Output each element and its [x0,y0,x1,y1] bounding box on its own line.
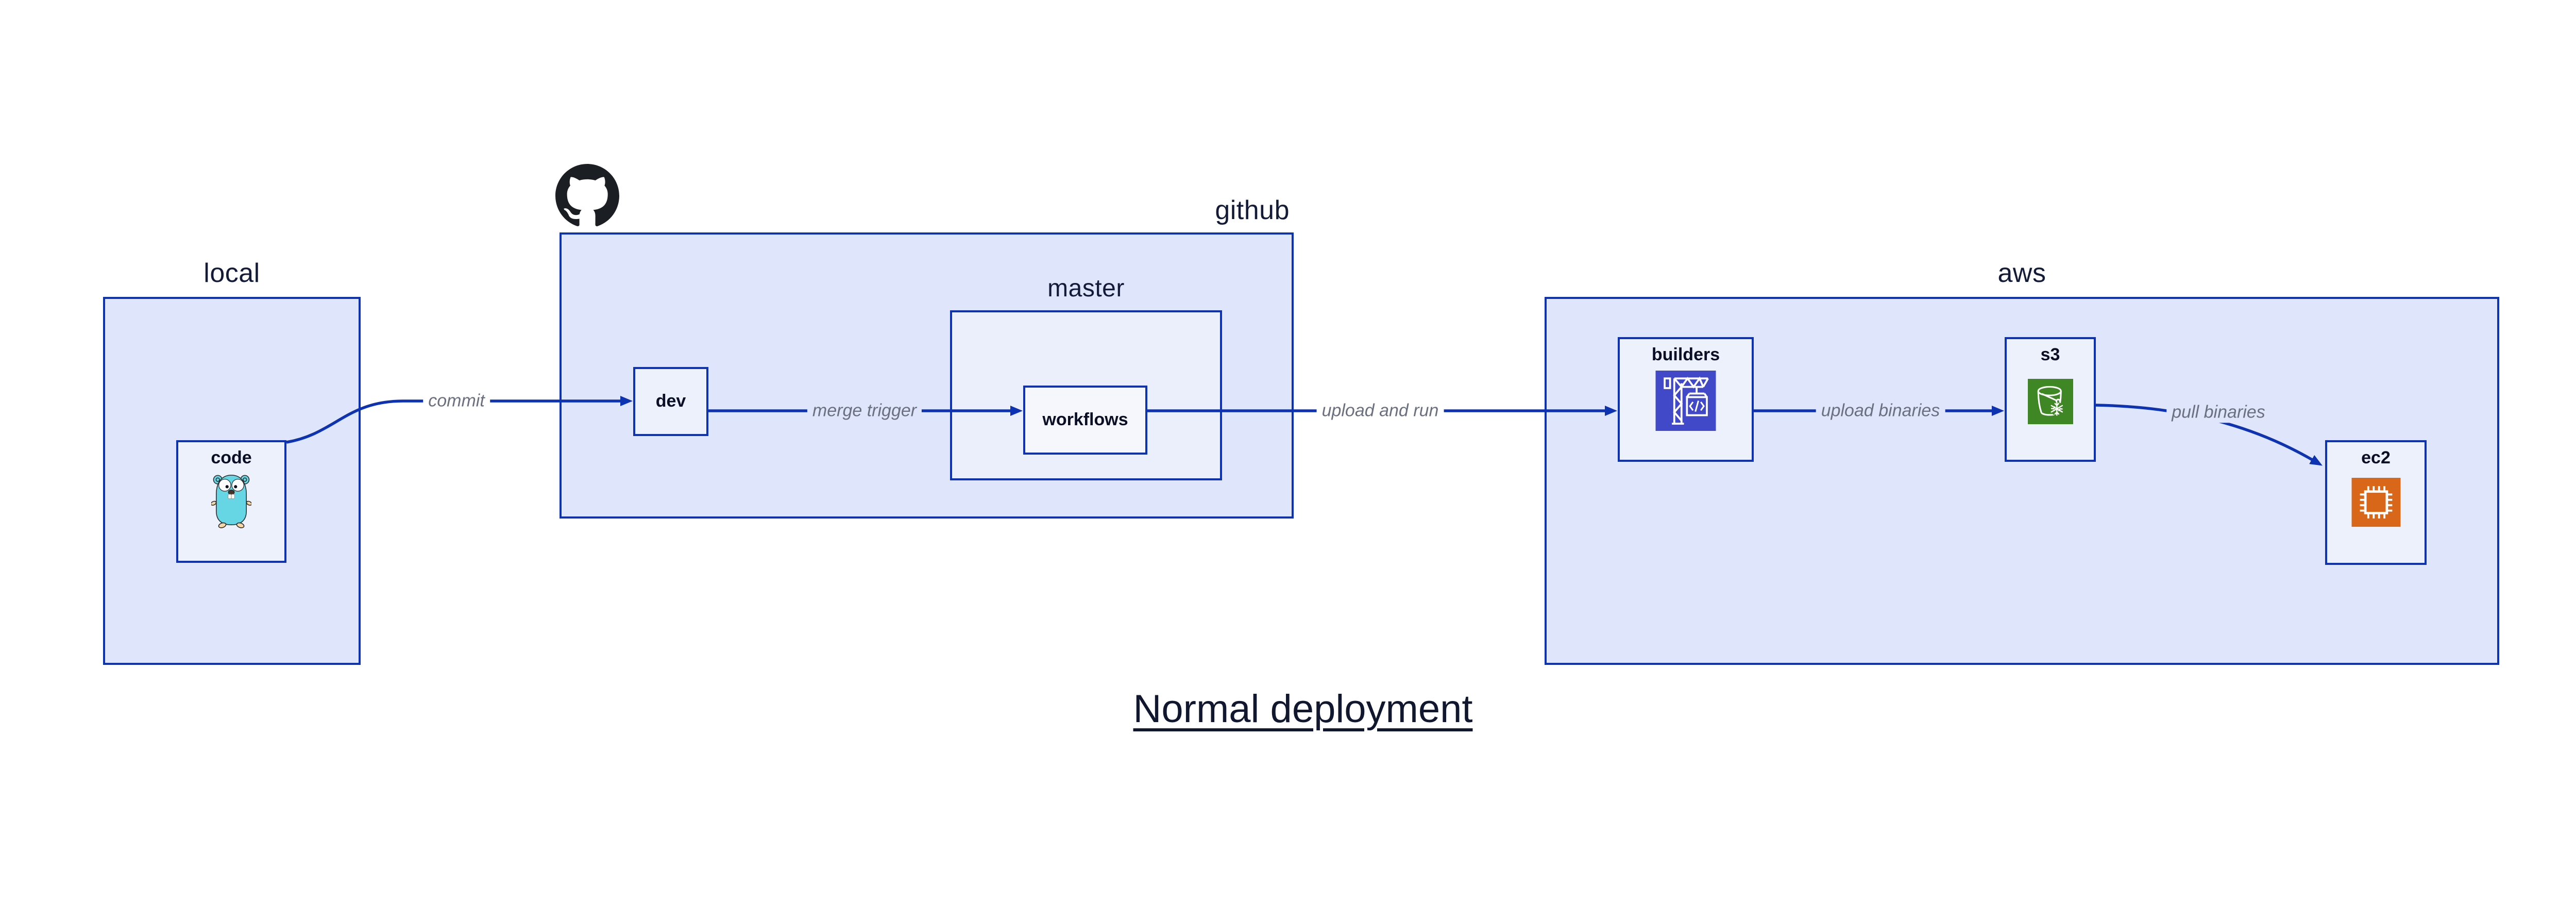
container-master-label: master [1047,275,1125,302]
node-code: code [176,440,286,563]
ec2-chip-icon [2351,478,2400,527]
node-dev: dev [633,367,708,436]
edge-label-upload-binaries: upload binaries [1816,400,1945,422]
edge-label-upload-and-run: upload and run [1316,400,1444,422]
container-github-label: github [1215,195,1290,225]
s3-bucket-icon [2027,379,2073,424]
edge-label-pull-binaries: pull binaries [2166,402,2270,423]
node-builders: builders [1618,337,1754,462]
node-s3: s3 [2005,337,2096,462]
codebuild-crane-icon [1655,370,1716,431]
node-dev-label: dev [655,391,686,411]
edge-label-merge-trigger: merge trigger [807,400,922,422]
container-aws-label: aws [1997,258,2046,288]
node-s3-label: s3 [2040,345,2060,364]
container-local-label: local [204,258,260,288]
node-builders-label: builders [1651,345,1720,364]
github-octocat-icon [555,164,619,228]
node-ec2-label: ec2 [2361,448,2391,467]
node-code-label: code [211,448,252,467]
edge-label-commit: commit [423,390,490,412]
go-gopher-icon [210,473,252,528]
node-workflows: workflows [1023,386,1147,455]
diagram-title: Normal deployment [1133,687,1473,731]
node-workflows-label: workflows [1042,410,1128,430]
node-ec2: ec2 [2325,440,2427,565]
